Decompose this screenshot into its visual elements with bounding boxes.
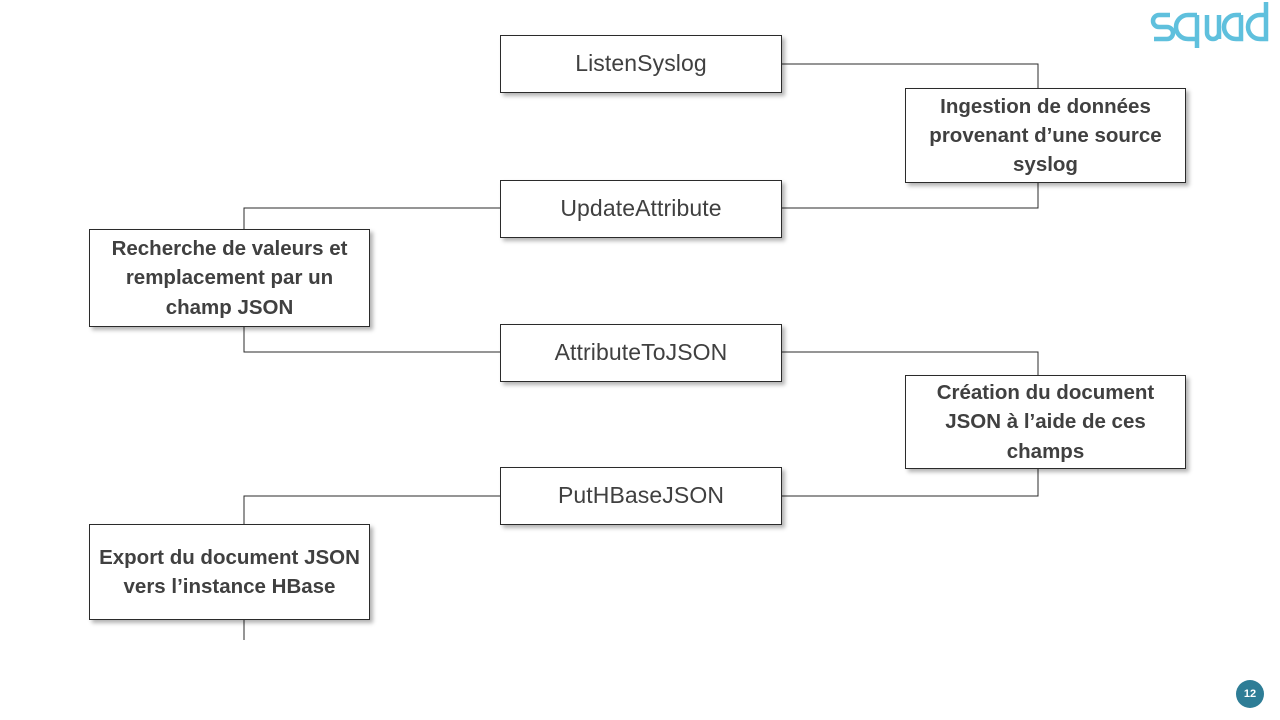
- node-label: ListenSyslog: [575, 50, 707, 77]
- node-update-attribute[interactable]: UpdateAttribute: [500, 180, 782, 238]
- node-put-hbase-json[interactable]: PutHBaseJSON: [500, 467, 782, 525]
- node-attribute-to-json[interactable]: AttributeToJSON: [500, 324, 782, 382]
- annotation-label: Export du document JSON vers l’instance …: [99, 545, 360, 598]
- squad-logo: [1150, 2, 1269, 48]
- node-listen-syslog[interactable]: ListenSyslog: [500, 35, 782, 93]
- node-label: UpdateAttribute: [560, 195, 722, 222]
- annotation-ingestion: Ingestion de données provenant d’une sou…: [905, 88, 1186, 183]
- node-label: AttributeToJSON: [554, 339, 728, 366]
- annotation-recherche: Recherche de valeurs et remplacement par…: [89, 229, 370, 327]
- node-label: PutHBaseJSON: [557, 482, 725, 509]
- page-number-text: 12: [1243, 687, 1257, 700]
- page-number-badge: 12: [1236, 680, 1264, 708]
- annotation-export: Export du document JSON vers l’instance …: [89, 524, 370, 620]
- annotation-label: Création du document JSON à l’aide de ce…: [936, 381, 1155, 463]
- annotation-label: Recherche de valeurs et remplacement par…: [111, 237, 348, 319]
- annotation-label: Ingestion de données provenant d’une sou…: [929, 94, 1162, 177]
- annotation-creation: Création du document JSON à l’aide de ce…: [905, 375, 1186, 469]
